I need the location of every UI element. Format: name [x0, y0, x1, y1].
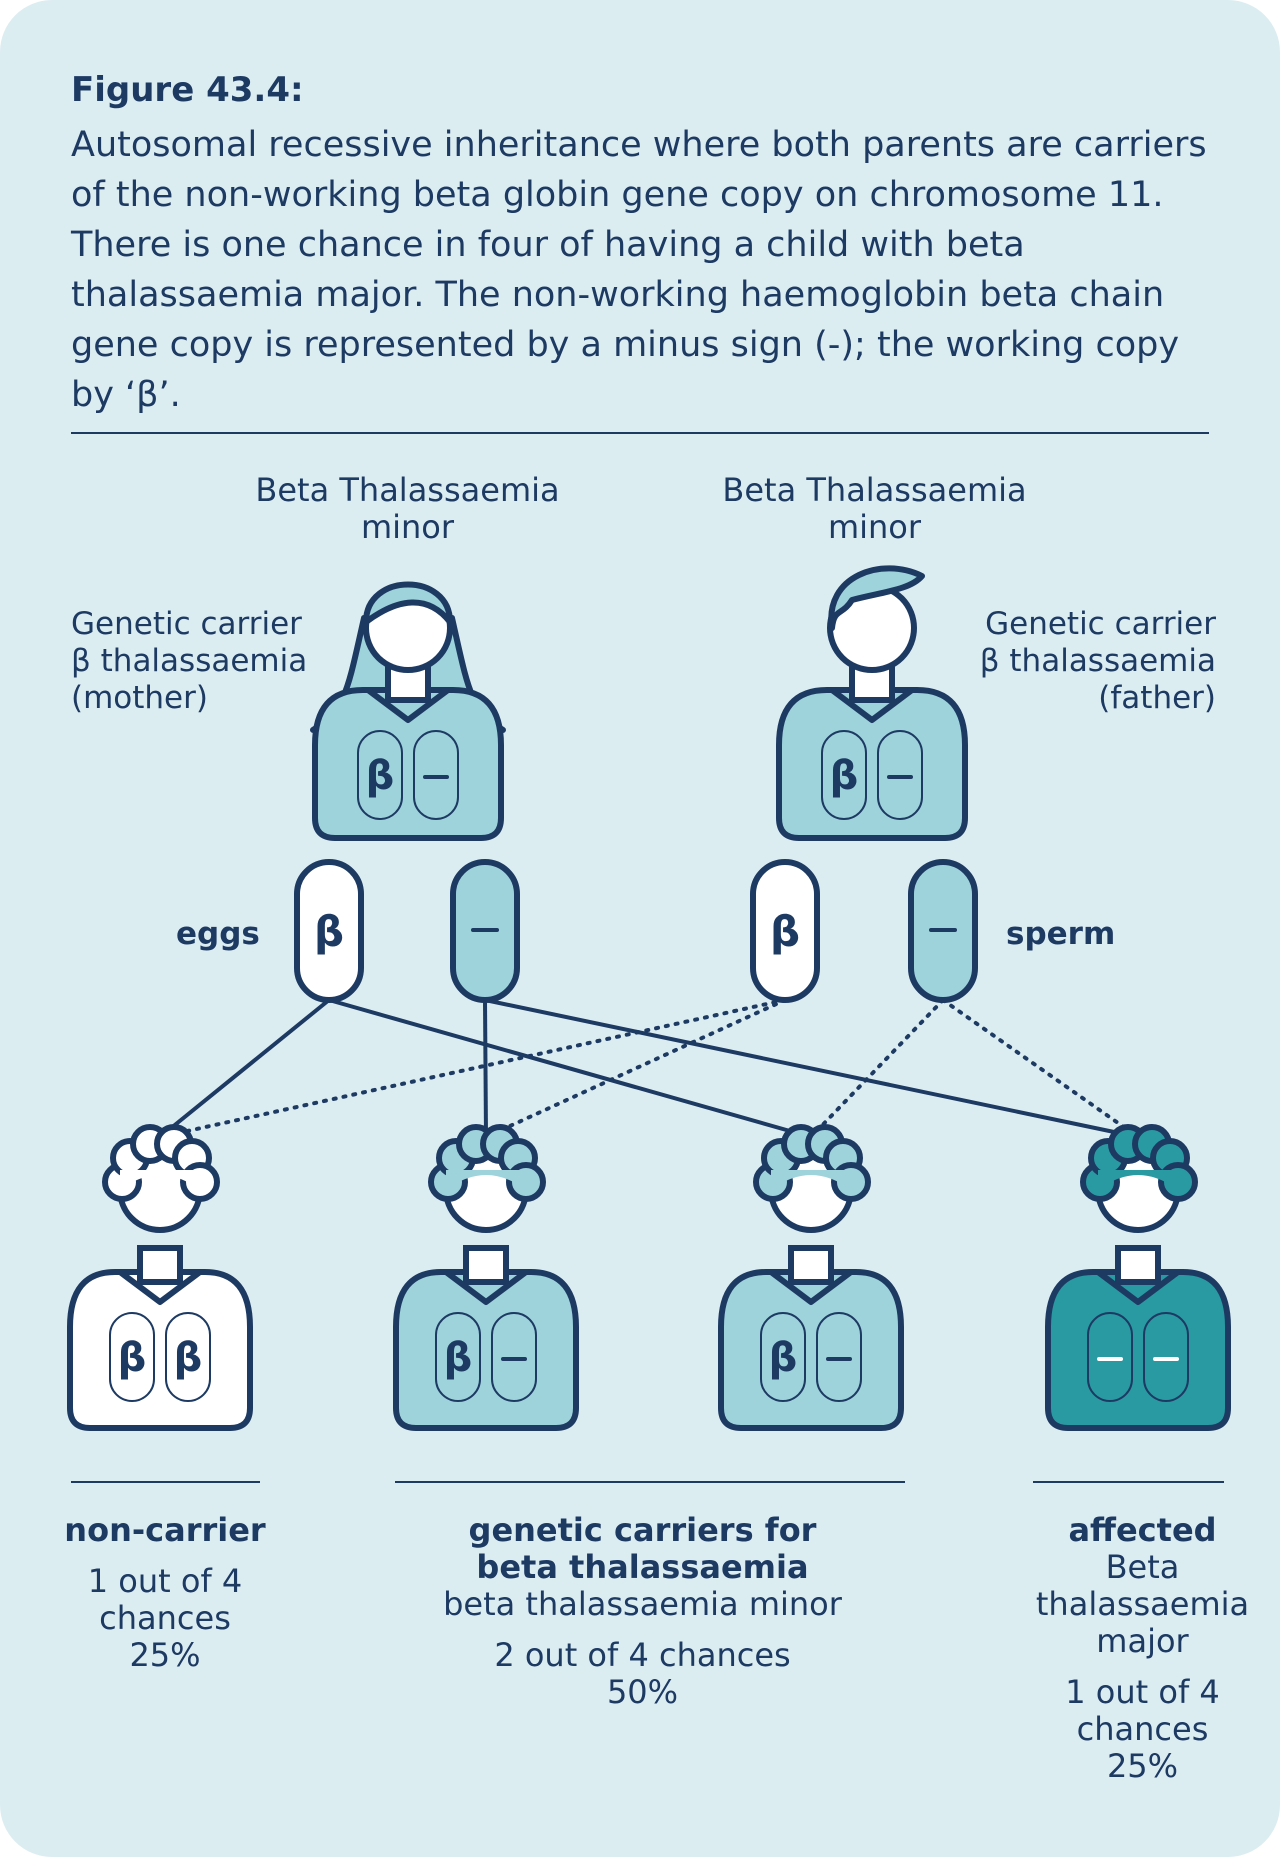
mother-label-line: (mother)	[71, 680, 208, 716]
mother-label-line: β thalassaemia	[71, 643, 308, 679]
figure-caption: Autosomal recessive inheritance where bo…	[71, 125, 1207, 415]
collar-shape	[444, 1269, 528, 1305]
father-status-line: minor	[827, 508, 922, 546]
egg-line	[158, 998, 331, 1139]
torso-shape	[393, 1269, 579, 1431]
hair-swoop-shape	[828, 565, 925, 631]
father-status: Beta Thalassaemia minor	[697, 472, 1052, 546]
carriers-title: beta thalassaemia	[476, 1548, 809, 1586]
gene-chip	[165, 1312, 211, 1402]
father-status-line: Beta Thalassaemia	[722, 471, 1027, 509]
mother-status-line: Beta Thalassaemia	[255, 471, 560, 509]
egg-line	[328, 998, 812, 1139]
affected-percent: 25%	[1106, 1747, 1179, 1785]
working-gene-label: β	[314, 907, 344, 956]
sperm-label: sperm	[1006, 916, 1116, 952]
non-carrier-percent: 25%	[129, 1636, 201, 1674]
curly-hair-fill	[120, 1170, 200, 1190]
torso-shape	[67, 1269, 253, 1431]
outcome-carriers: genetic carriers for beta thalassaemia b…	[395, 1512, 890, 1711]
egg-non-working	[450, 859, 520, 1003]
working-gene-label: β	[769, 1335, 798, 1381]
working-gene-label: β	[366, 753, 395, 799]
working-gene-label: β	[770, 907, 800, 956]
collar-shape	[118, 1269, 202, 1305]
gamete-capsule	[750, 859, 820, 1003]
affected-subtitle: thalassaemia	[1035, 1585, 1250, 1623]
egg-line	[484, 998, 1139, 1139]
egg-line	[483, 999, 488, 1138]
figure-label: Figure 43.4:	[71, 70, 304, 110]
curly-hair-fill	[771, 1170, 851, 1190]
affected-subtitle: Beta	[1105, 1548, 1180, 1586]
eggs-label: eggs	[176, 916, 260, 952]
father-label-line: (father)	[1098, 680, 1216, 716]
child-carrier: β	[718, 1124, 904, 1431]
working-gene-label: β	[830, 753, 859, 799]
gene-chip	[435, 1312, 481, 1402]
torso-shape	[312, 687, 504, 841]
gene-chip	[760, 1312, 806, 1402]
mother-label: Genetic carrier β thalassaemia (mother)	[71, 606, 307, 717]
collar-shape	[769, 1269, 853, 1305]
carriers-chance: 2 out of 4 chances	[494, 1636, 791, 1674]
mother-status: Beta Thalassaemia minor	[230, 472, 585, 546]
curly-hair-fill	[1098, 1170, 1178, 1190]
working-gene-label: β	[174, 1335, 203, 1381]
non-carrier-title: non-carrier	[64, 1511, 266, 1549]
affected-title: affected	[1068, 1511, 1217, 1549]
torso-shape	[1045, 1269, 1231, 1431]
neck-shape	[463, 1245, 509, 1285]
gene-chip	[109, 1312, 155, 1402]
carriers-subtitle: beta thalassaemia minor	[443, 1585, 842, 1623]
gene-chip	[357, 730, 403, 820]
neck-shape	[1115, 1245, 1161, 1285]
non-carrier-chance: chances	[99, 1599, 231, 1637]
collar-shape	[830, 687, 914, 723]
father-label-line: β thalassaemia	[979, 643, 1216, 679]
child-affected	[1045, 1124, 1231, 1431]
sperm-line	[941, 998, 1140, 1139]
curly-hair-fill	[446, 1170, 526, 1190]
collar-shape	[366, 687, 450, 723]
carriers-percent: 50%	[606, 1673, 679, 1711]
mother-status-line: minor	[360, 508, 455, 546]
gamete-capsule	[294, 859, 364, 1003]
gene-chip	[821, 730, 867, 820]
neck-shape	[788, 1245, 834, 1285]
sperm-line	[158, 998, 787, 1139]
sperm-line	[809, 998, 945, 1139]
father-figure: β	[776, 565, 968, 841]
sperm-non-working	[908, 859, 978, 1003]
affected-subtitle: major	[1096, 1622, 1189, 1660]
affected-chance: 1 out of 4	[1065, 1673, 1220, 1711]
torso-shape	[776, 687, 968, 841]
father-label: Genetic carrier β thalassaemia (father)	[940, 606, 1216, 717]
neck-shape	[137, 1245, 183, 1285]
working-gene-label: β	[444, 1335, 473, 1381]
carriers-title: genetic carriers for	[468, 1511, 817, 1549]
child-carrier: β	[393, 1124, 579, 1431]
mother-label-line: Genetic carrier	[71, 606, 302, 642]
outcome-affected: affected Beta thalassaemia major 1 out o…	[1020, 1512, 1265, 1785]
collar-shape	[1096, 1269, 1180, 1305]
non-carrier-chance: 1 out of 4	[87, 1562, 243, 1600]
egg-working: β	[294, 859, 364, 1003]
working-gene-label: β	[118, 1335, 147, 1381]
hair-fringe-shape	[363, 581, 453, 625]
sperm-working: β	[750, 859, 820, 1003]
outcome-non-carrier: non-carrier 1 out of 4 chances 25%	[50, 1512, 280, 1674]
mother-figure: β	[310, 581, 506, 841]
father-label-line: Genetic carrier	[985, 606, 1216, 642]
affected-chance: chances	[1076, 1710, 1209, 1748]
torso-shape	[718, 1269, 904, 1431]
